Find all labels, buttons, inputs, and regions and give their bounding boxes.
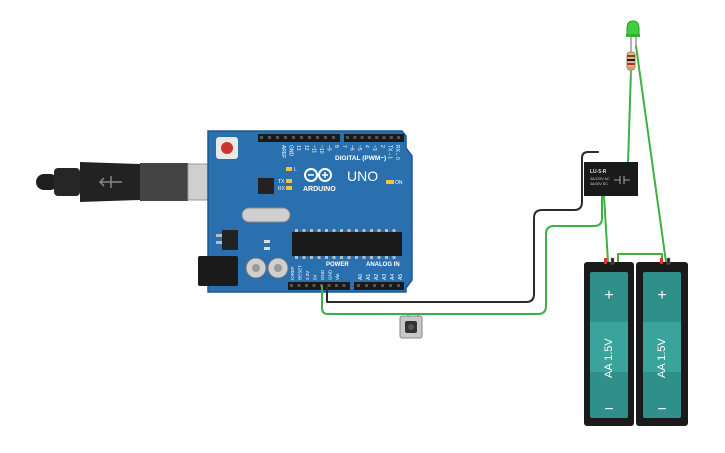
analog-pin-label: A5 [398,274,404,280]
digital-pin-label: ~3 [371,145,377,151]
on-label: ON [395,180,403,186]
atmega-chip [292,232,402,256]
battery-holder-2[interactable]: + − AA 1.5V [636,257,688,426]
power-pin-label: 3.3V [305,271,310,280]
wire-green-relay-resistor[interactable] [619,69,632,165]
wire-green-relay-battery1[interactable] [603,195,609,263]
battery-holder-1[interactable]: + − AA 1.5V [584,257,634,426]
uno-label: UNO [347,168,378,184]
digital-pin-label: ~6 [348,145,354,151]
power-pin-label: 5V [313,274,318,280]
digital-pin-label: 7 [341,145,347,148]
battery2-label: AA 1.5V [656,338,668,378]
digital-pin-label: GND [288,145,294,157]
power-pin-label: GND [328,269,333,280]
wire-green-5v[interactable] [321,195,603,315]
analog-pin-label: A3 [382,274,388,280]
battery1-plus: + [604,287,613,304]
rx-led [286,186,292,190]
relay-spec2: 3A/30V DC [590,182,608,186]
digital-pin-label: RX←0 [394,145,400,160]
wire-black-gnd[interactable] [326,151,599,303]
digital-pin-label: ~11 [310,145,316,153]
digital-label: DIGITAL (PWM~) [335,155,386,162]
battery2-plus: + [657,287,666,304]
battery2-minus: − [657,401,666,418]
analog-pin-label: A1 [366,274,372,280]
relay-model: LU-5-R [590,169,607,175]
analog-pin-label: A2 [374,274,380,280]
green-led[interactable] [626,20,640,46]
l-led-label: L [294,167,297,173]
digital-pin-label: 12 [303,145,309,151]
analog-pin-label: A4 [390,274,396,280]
on-led [386,180,394,184]
digital-pin-label: ~5 [356,145,362,151]
wire-green-battery-link[interactable] [617,253,663,263]
power-label: POWER [326,262,349,268]
power-pin-label: Vin [335,273,340,280]
power-pin-label: IOREF [290,266,295,280]
battery1-minus: − [604,401,613,418]
digital-pin-label: TX→1 [386,145,392,159]
relay-coil-icon [614,176,630,184]
tx-led [286,179,292,183]
relay-spec1: 3A/125V AC [590,177,610,181]
battery1-label: AA 1.5V [603,338,615,378]
rx-label: RX [278,186,286,192]
analog-header[interactable] [354,282,404,290]
digital-pin-label: 2 [379,145,385,148]
arduino-brand: ARDUINO [303,186,336,193]
digital-pin-label: ~10 [318,145,324,154]
digital-pin-label: 8 [333,145,339,148]
digital-pin-label: ~9 [326,145,332,151]
l-led [286,167,292,171]
arduino-logo-icon [304,168,332,182]
analog-in-label: ANALOG IN [366,262,400,268]
resistor[interactable] [626,46,636,76]
digital-header-a[interactable] [258,134,340,142]
digital-pin-label: AREF [280,145,286,158]
power-pin-label: GND [320,269,325,280]
power-jack [198,256,238,286]
relay[interactable]: LU-5-R 3A/125V AC 3A/30V DC [584,162,638,196]
digital-header-b[interactable] [344,134,404,142]
power-pin-label: RESET [298,265,303,280]
digital-pin-label: 4 [364,145,370,148]
tx-label: TX [278,179,285,185]
power-header[interactable] [288,282,350,290]
wire-green-led-battery2[interactable] [635,45,667,263]
digital-pin-label: 13 [295,145,301,151]
pushbutton[interactable] [399,315,423,339]
analog-pin-label: A0 [358,274,364,280]
